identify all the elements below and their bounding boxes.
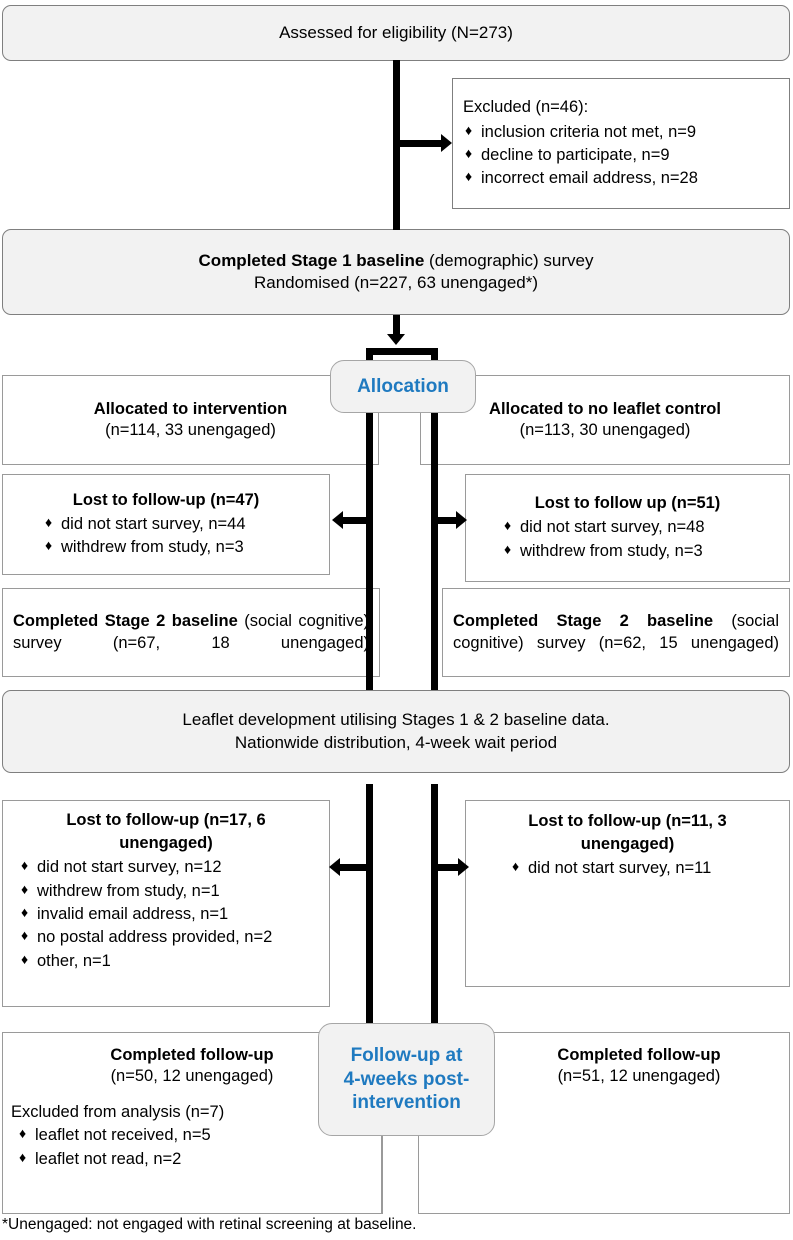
- arrow-randomise: [387, 334, 405, 345]
- list-item: did not start survey, n=44: [43, 513, 329, 536]
- stage-label-allocation: Allocation: [330, 360, 476, 413]
- lost-left-title: Lost to follow-up (n=47): [72, 490, 260, 509]
- arrow-lost-right: [456, 511, 467, 529]
- box-lost-followup-left-post: Lost to follow-up (n=17, 6 unengaged) di…: [2, 800, 330, 1007]
- stage2-right-text: Completed Stage 2 baseline (social cogni…: [443, 611, 789, 655]
- lostfu-left-title-line1: Lost to follow-up (n=17, 6: [66, 811, 266, 829]
- trunk-intervention-2: [366, 544, 373, 690]
- list-item: did not start survey, n=11: [510, 857, 789, 880]
- box-stage2-baseline-left: Completed Stage 2 baseline (social cogni…: [2, 588, 380, 677]
- arrow-lostfu-right: [458, 858, 469, 876]
- lost-right-title: Lost to follow up (n=51): [534, 494, 721, 513]
- branch-lost-left: [343, 517, 369, 524]
- branch-excluded: [396, 140, 442, 147]
- branch-lostfu-left: [340, 864, 369, 871]
- box-allocated-control: Allocated to no leaflet control (n=113, …: [420, 375, 790, 465]
- stage2-right-bold: Completed Stage 2 baseline: [453, 611, 714, 630]
- trunk-control-3: [431, 784, 438, 894]
- list-item: decline to participate, n=9: [463, 144, 781, 167]
- connector-allocation-right-stub: [420, 375, 421, 465]
- trunk-control-2: [431, 544, 438, 690]
- stage1-line1: Completed Stage 1 baseline (demographic)…: [3, 250, 789, 272]
- box-leaflet-development: Leaflet development utilising Stages 1 &…: [2, 690, 790, 773]
- connector-allocation-left-stub: [378, 375, 379, 465]
- allocation-left-title: Allocated to intervention: [93, 399, 288, 418]
- branch-lost-right: [435, 517, 457, 524]
- trunk-left-arm: [366, 348, 373, 362]
- excluded-title: Excluded (n=46):: [463, 98, 589, 117]
- box-lost-followup-right-stage2: Lost to follow up (n=51) did not start s…: [465, 474, 790, 582]
- completed-left-excluded-title: Excluded from analysis (n=7): [11, 1102, 225, 1121]
- stage2-left-bold: Completed Stage 2 baseline: [13, 611, 238, 630]
- arrow-excluded: [441, 134, 452, 152]
- trunk-right-arm: [431, 348, 438, 362]
- list-item: leaflet not read, n=2: [17, 1148, 381, 1171]
- list-item: did not start survey, n=12: [19, 856, 329, 879]
- list-item: other, n=1: [19, 950, 329, 973]
- completed-left-title: Completed follow-up: [110, 1046, 274, 1064]
- split-horizontal: [366, 348, 438, 355]
- stage-label-followup: Follow-up at 4-weeks post- intervention: [318, 1023, 495, 1136]
- excluded-list: inclusion criteria not met, n=9 decline …: [463, 121, 781, 191]
- list-item: withdrew from study, n=3: [502, 540, 789, 563]
- list-item: withdrew from study, n=1: [19, 880, 329, 903]
- lostfu-right-list: did not start survey, n=11: [466, 857, 789, 880]
- allocation-right-title: Allocated to no leaflet control: [489, 399, 721, 418]
- completed-right-counts: (n=51, 12 unengaged): [557, 1067, 721, 1086]
- box-stage1-baseline: Completed Stage 1 baseline (demographic)…: [2, 229, 790, 315]
- lostfu-left-title-line2: unengaged): [119, 834, 213, 853]
- assessed-text: Assessed for eligibility (N=273): [279, 22, 513, 42]
- allocation-label-text: Allocation: [357, 375, 449, 397]
- branch-lostfu-right: [435, 864, 459, 871]
- stage2-left-rest: (social cognitive) survey (n=67, 18 unen…: [13, 611, 369, 652]
- stage2-right-rest: (social cognitive) survey (n=62, 15 unen…: [453, 611, 780, 652]
- list-item: incorrect email address, n=28: [463, 167, 781, 190]
- trunk-control-4: [431, 894, 438, 1030]
- completed-left-excluded-list: leaflet not received, n=5 leaflet not re…: [3, 1124, 381, 1171]
- trunk-intervention-4: [366, 894, 373, 1030]
- list-item: invalid email address, n=1: [19, 903, 329, 926]
- trunk-intervention-3: [366, 784, 373, 894]
- stage1-bold: Completed Stage 1 baseline: [198, 250, 425, 270]
- lost-right-list: did not start survey, n=48 withdrew from…: [466, 516, 789, 563]
- followup-label-line3: intervention: [352, 1092, 461, 1114]
- stage1-line2: Randomised (n=227, 63 unengaged*): [253, 273, 539, 292]
- list-item: did not start survey, n=48: [502, 516, 789, 539]
- completed-left-counts: (n=50, 12 unengaged): [110, 1067, 274, 1086]
- arrow-lost-left: [332, 511, 343, 529]
- followup-label-line1: Follow-up at: [350, 1044, 463, 1066]
- lost-left-list: did not start survey, n=44 withdrew from…: [3, 513, 329, 560]
- trunk-control: [431, 412, 438, 544]
- stage1-rest: (demographic) survey: [424, 250, 594, 270]
- leaflet-line2: Nationwide distribution, 4-week wait per…: [234, 732, 558, 752]
- stage2-left-text: Completed Stage 2 baseline (social cogni…: [3, 611, 379, 655]
- trunk-randomise: [393, 315, 400, 337]
- lostfu-right-title-line2: unengaged): [580, 835, 675, 854]
- box-lost-followup-left-stage2: Lost to follow-up (n=47) did not start s…: [2, 474, 330, 575]
- allocation-left-counts: (n=114, 33 unengaged): [105, 421, 276, 439]
- lostfu-left-list: did not start survey, n=12 withdrew from…: [3, 856, 329, 973]
- list-item: withdrew from study, n=3: [43, 536, 329, 559]
- arrow-lostfu-left: [329, 858, 340, 876]
- list-item: inclusion criteria not met, n=9: [463, 121, 781, 144]
- leaflet-line1: Leaflet development utilising Stages 1 &…: [182, 710, 610, 730]
- allocation-right-counts: (n=113, 30 unengaged): [519, 421, 691, 439]
- box-stage2-baseline-right: Completed Stage 2 baseline (social cogni…: [442, 588, 790, 677]
- footnote: *Unengaged: not engaged with retinal scr…: [2, 1216, 417, 1233]
- box-lost-followup-right-post: Lost to follow-up (n=11, 3 unengaged) di…: [465, 800, 790, 987]
- box-allocated-intervention: Allocated to intervention (n=114, 33 une…: [2, 375, 379, 465]
- lostfu-right-title-line1: Lost to follow-up (n=11, 3: [528, 812, 727, 830]
- followup-label-line2: 4-weeks post-: [343, 1068, 470, 1090]
- box-excluded: Excluded (n=46): inclusion criteria not …: [452, 78, 790, 209]
- list-item: leaflet not received, n=5: [17, 1124, 381, 1147]
- completed-right-title: Completed follow-up: [557, 1046, 721, 1064]
- trunk-intervention: [366, 412, 373, 544]
- list-item: no postal address provided, n=2: [19, 926, 329, 949]
- box-assessed-for-eligibility: Assessed for eligibility (N=273): [2, 5, 790, 61]
